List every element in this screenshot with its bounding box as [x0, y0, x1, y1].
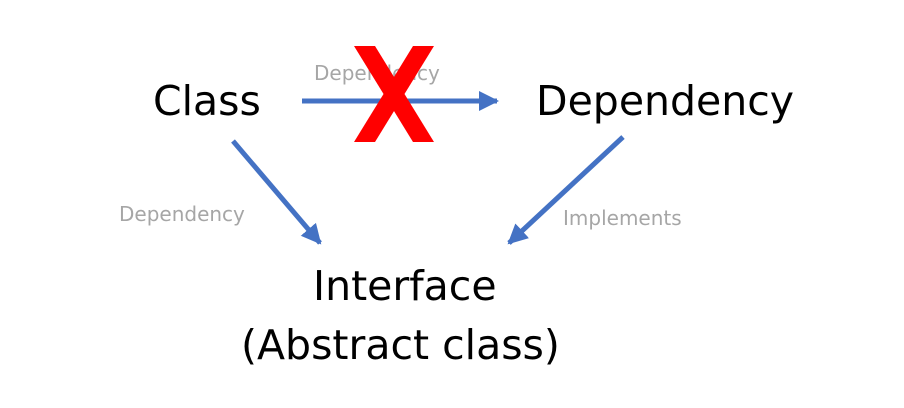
node-interface: Interface [313, 262, 497, 310]
node-class: Class [153, 77, 261, 125]
arrow-class-to-interface [231, 139, 322, 245]
edge-label-class-to-interface: Dependency [119, 202, 245, 226]
node-interface-subtitle: (Abstract class) [241, 321, 560, 369]
edge-label-dependency-to-interface: Implements [563, 206, 682, 230]
arrow-dependency-to-interface [507, 135, 625, 245]
node-dependency: Dependency [536, 77, 795, 125]
red-x-icon [354, 46, 434, 142]
